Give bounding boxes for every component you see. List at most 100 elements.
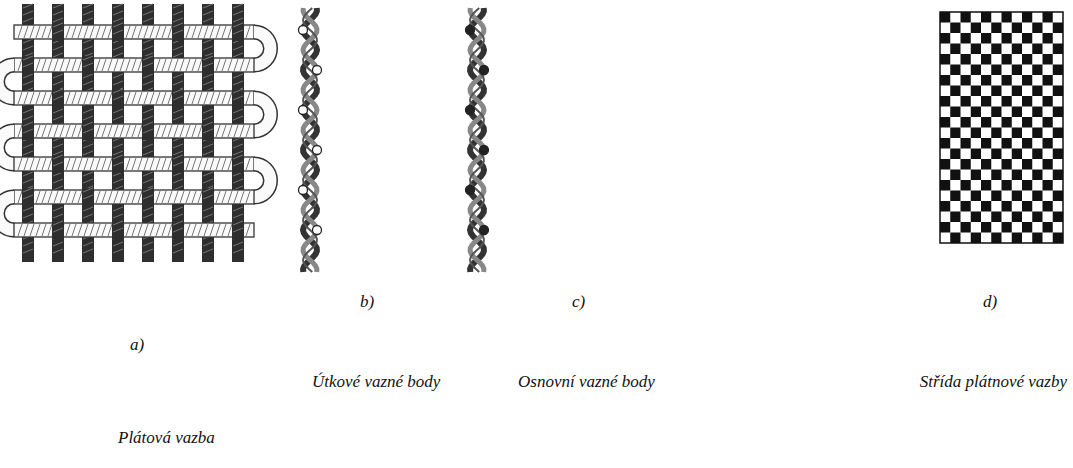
yarn-twist bbox=[23, 4, 33, 8]
yarn-twist bbox=[143, 122, 153, 126]
yarn-twist bbox=[120, 191, 124, 203]
yarn-twist bbox=[113, 11, 123, 15]
yarn-twist bbox=[233, 4, 243, 8]
yarn-twist bbox=[198, 26, 202, 38]
yarn-twist bbox=[53, 155, 63, 159]
yarn-twist bbox=[203, 18, 213, 22]
yarn-twist bbox=[113, 30, 123, 34]
yarn-twist bbox=[53, 4, 63, 8]
yarn-twist bbox=[198, 191, 202, 203]
yarn-twist bbox=[78, 59, 82, 71]
grid-cell bbox=[1002, 33, 1012, 44]
yarn-twist bbox=[203, 11, 213, 15]
grid-cell bbox=[991, 149, 1001, 160]
yarn-twist bbox=[174, 59, 178, 71]
grid-cell bbox=[1012, 107, 1022, 118]
yarn-twist bbox=[36, 191, 40, 203]
yarn-twist bbox=[138, 224, 142, 236]
weft-binding-figure bbox=[299, 8, 322, 272]
yarn-twist bbox=[53, 18, 63, 22]
grid-cell bbox=[950, 44, 960, 55]
grid-cell bbox=[1043, 12, 1053, 23]
yarn-twist bbox=[204, 158, 208, 170]
yarn-twist bbox=[113, 23, 123, 27]
yarn-twist bbox=[113, 155, 123, 159]
yarn-twist bbox=[83, 188, 93, 192]
grid-cell bbox=[1002, 54, 1012, 65]
yarn-twist bbox=[23, 18, 33, 22]
grid-cell bbox=[961, 159, 971, 170]
figure-caption: Střída plátnové vazby bbox=[920, 372, 1067, 392]
yarn-twist bbox=[23, 249, 33, 253]
yarn-twist bbox=[126, 191, 130, 203]
yarn-twist bbox=[53, 23, 63, 27]
yarn-twist bbox=[234, 191, 238, 203]
grid-cell bbox=[940, 54, 950, 65]
yarn-twist bbox=[23, 214, 33, 218]
yarn-twist bbox=[48, 92, 52, 104]
yarn-twist bbox=[173, 81, 183, 85]
yarn-twist bbox=[173, 228, 183, 232]
warp-yarn bbox=[112, 155, 124, 173]
weft-yarn bbox=[14, 190, 254, 204]
yarn-twist bbox=[222, 59, 226, 71]
yarn-twist bbox=[162, 59, 166, 71]
yarn-twist bbox=[48, 59, 52, 71]
yarn-twist bbox=[96, 224, 100, 236]
yarn-twist bbox=[173, 155, 183, 159]
grid-cell bbox=[1012, 170, 1022, 181]
grid-cell bbox=[1022, 96, 1032, 107]
yarn-twist bbox=[42, 59, 46, 71]
weft-loop bbox=[0, 131, 14, 164]
yarn-twist bbox=[156, 26, 160, 38]
grid-cell bbox=[971, 86, 981, 97]
yarn-twist bbox=[18, 92, 22, 104]
yarn-twist bbox=[30, 92, 34, 104]
grid-cell bbox=[961, 201, 971, 212]
yarn-twist bbox=[23, 179, 33, 183]
grid-cell bbox=[1053, 170, 1063, 181]
yarn-twist bbox=[246, 92, 250, 104]
yarn-twist bbox=[216, 26, 220, 38]
yarn-twist bbox=[23, 129, 33, 133]
warp-yarn bbox=[172, 89, 184, 107]
grid-cell bbox=[991, 170, 1001, 181]
yarn-twist bbox=[24, 92, 28, 104]
yarn-twist bbox=[173, 249, 183, 253]
yarn-twist bbox=[234, 125, 238, 137]
grid-cell bbox=[981, 117, 991, 128]
grid-cell bbox=[1053, 86, 1063, 97]
yarn-twist bbox=[143, 179, 153, 183]
yarn-twist bbox=[138, 125, 142, 137]
weft-loop bbox=[254, 164, 271, 197]
grid-cell bbox=[940, 75, 950, 86]
yarn-twist bbox=[66, 59, 70, 71]
yarn-twist bbox=[42, 191, 46, 203]
yarn-twist bbox=[233, 11, 243, 15]
yarn-twist bbox=[228, 125, 232, 137]
yarn-twist bbox=[53, 116, 63, 120]
warp-yarn bbox=[172, 221, 184, 239]
yarn-twist bbox=[210, 224, 214, 236]
grid-cell bbox=[1022, 33, 1032, 44]
grid-cell bbox=[950, 233, 960, 244]
yarn-twist bbox=[156, 59, 160, 71]
grid-cell bbox=[1022, 75, 1032, 86]
yarn-twist bbox=[192, 158, 196, 170]
yarn-twist bbox=[143, 74, 153, 78]
yarn-twist bbox=[156, 224, 160, 236]
yarn-twist bbox=[228, 224, 232, 236]
warp-yarn bbox=[22, 56, 34, 74]
warp-yarn bbox=[82, 188, 94, 206]
yarn-twist bbox=[126, 92, 130, 104]
warp-yarn bbox=[22, 188, 34, 206]
yarn-twist bbox=[143, 188, 153, 192]
yarn-twist bbox=[30, 26, 34, 38]
grid-cell bbox=[971, 212, 981, 223]
yarn-twist bbox=[113, 214, 123, 218]
yarn-twist bbox=[186, 224, 190, 236]
yarn-twist bbox=[83, 151, 93, 155]
yarn-twist bbox=[143, 214, 153, 218]
yarn-twist bbox=[102, 26, 106, 38]
yarn-twist bbox=[113, 18, 123, 22]
